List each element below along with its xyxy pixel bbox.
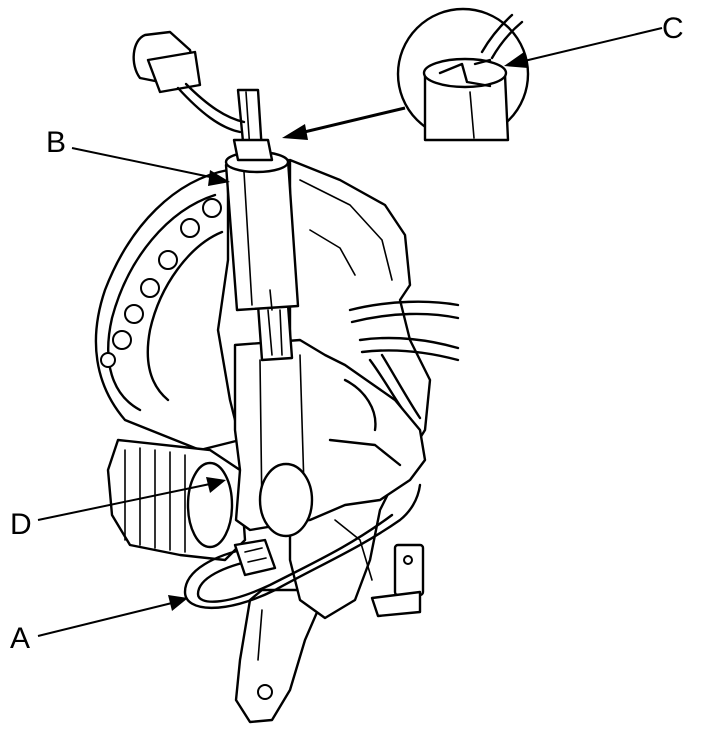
- shift-lever-body: [233, 338, 427, 538]
- detail-magnifier: [396, 7, 530, 142]
- callout-label-d: D: [10, 508, 32, 541]
- wire-loop-lower: [183, 483, 422, 609]
- callout-label-c: C: [662, 12, 684, 45]
- lower-mounting-bracket: [234, 588, 320, 724]
- cable-sleeve-tube: [224, 150, 300, 312]
- shift-rod: [256, 303, 294, 362]
- callout-label-b: B: [46, 126, 66, 159]
- solenoid-actuator: [106, 438, 247, 562]
- callout-leaders: [37, 27, 663, 637]
- inner-cable-end: [232, 88, 274, 162]
- shift-gate-plate: [94, 168, 242, 452]
- wire-connector-top: [132, 30, 246, 134]
- callout-label-a: A: [10, 622, 30, 655]
